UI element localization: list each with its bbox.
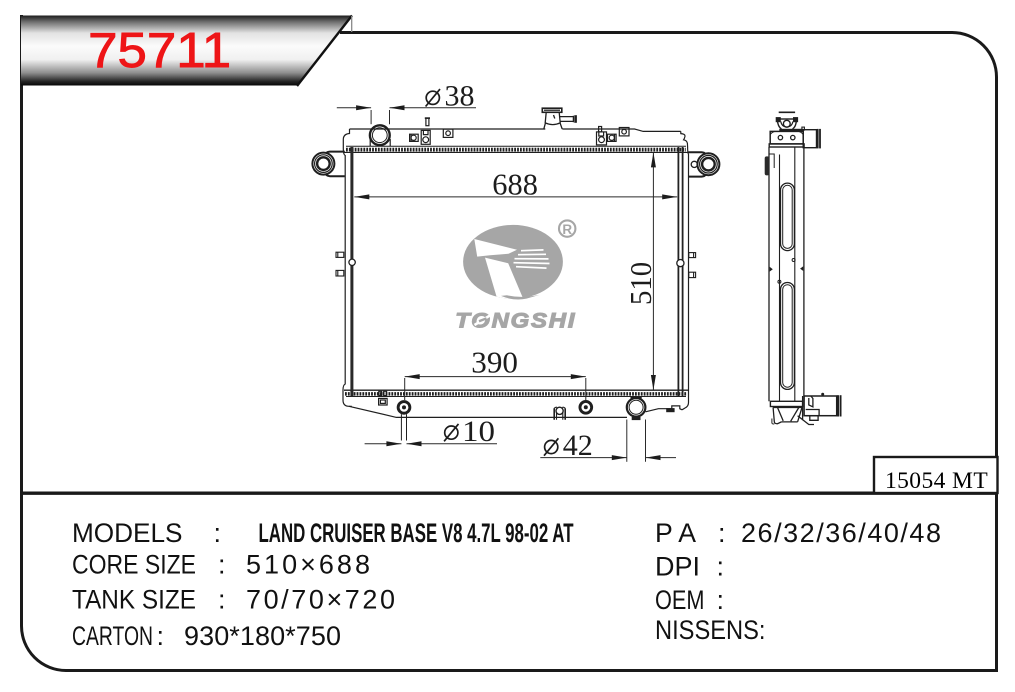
svg-text:MODELS: MODELS xyxy=(72,518,183,548)
svg-text::: : xyxy=(218,550,226,580)
svg-text::: : xyxy=(218,585,226,615)
svg-text:TONGSHI: TONGSHI xyxy=(455,309,576,332)
svg-text:LAND CRUISER BASE V8 4.7L 98-0: LAND CRUISER BASE V8 4.7L 98-02 AT xyxy=(259,518,574,548)
svg-text:NISSENS:: NISSENS: xyxy=(655,615,766,645)
svg-text::: : xyxy=(717,585,725,615)
svg-text:26/32/36/40/48: 26/32/36/40/48 xyxy=(741,518,941,548)
svg-text:DPI: DPI xyxy=(655,552,700,582)
svg-text:R: R xyxy=(562,222,572,237)
svg-text:390: 390 xyxy=(471,345,518,380)
svg-text:CORE SIZE: CORE SIZE xyxy=(72,550,196,580)
svg-text::: : xyxy=(717,552,725,582)
svg-text:TANK SIZE: TANK SIZE xyxy=(72,585,196,615)
svg-text:510×688: 510×688 xyxy=(246,550,370,580)
svg-text:15054 MT: 15054 MT xyxy=(885,468,988,494)
svg-text::: : xyxy=(157,621,165,651)
svg-text:930*180*750: 930*180*750 xyxy=(184,621,341,651)
svg-text:10: 10 xyxy=(462,416,495,448)
svg-text:510: 510 xyxy=(623,262,658,305)
svg-text:CARTON: CARTON xyxy=(72,621,153,651)
svg-text:688: 688 xyxy=(492,167,538,202)
svg-text:OEM: OEM xyxy=(655,585,705,615)
svg-text:42: 42 xyxy=(563,430,593,462)
svg-text::: : xyxy=(718,518,726,548)
svg-text:70/70×720: 70/70×720 xyxy=(246,585,395,615)
svg-text:75711: 75711 xyxy=(88,23,231,78)
svg-text::: : xyxy=(214,518,222,548)
svg-text:P A: P A xyxy=(655,518,696,548)
svg-text:38: 38 xyxy=(445,81,475,113)
